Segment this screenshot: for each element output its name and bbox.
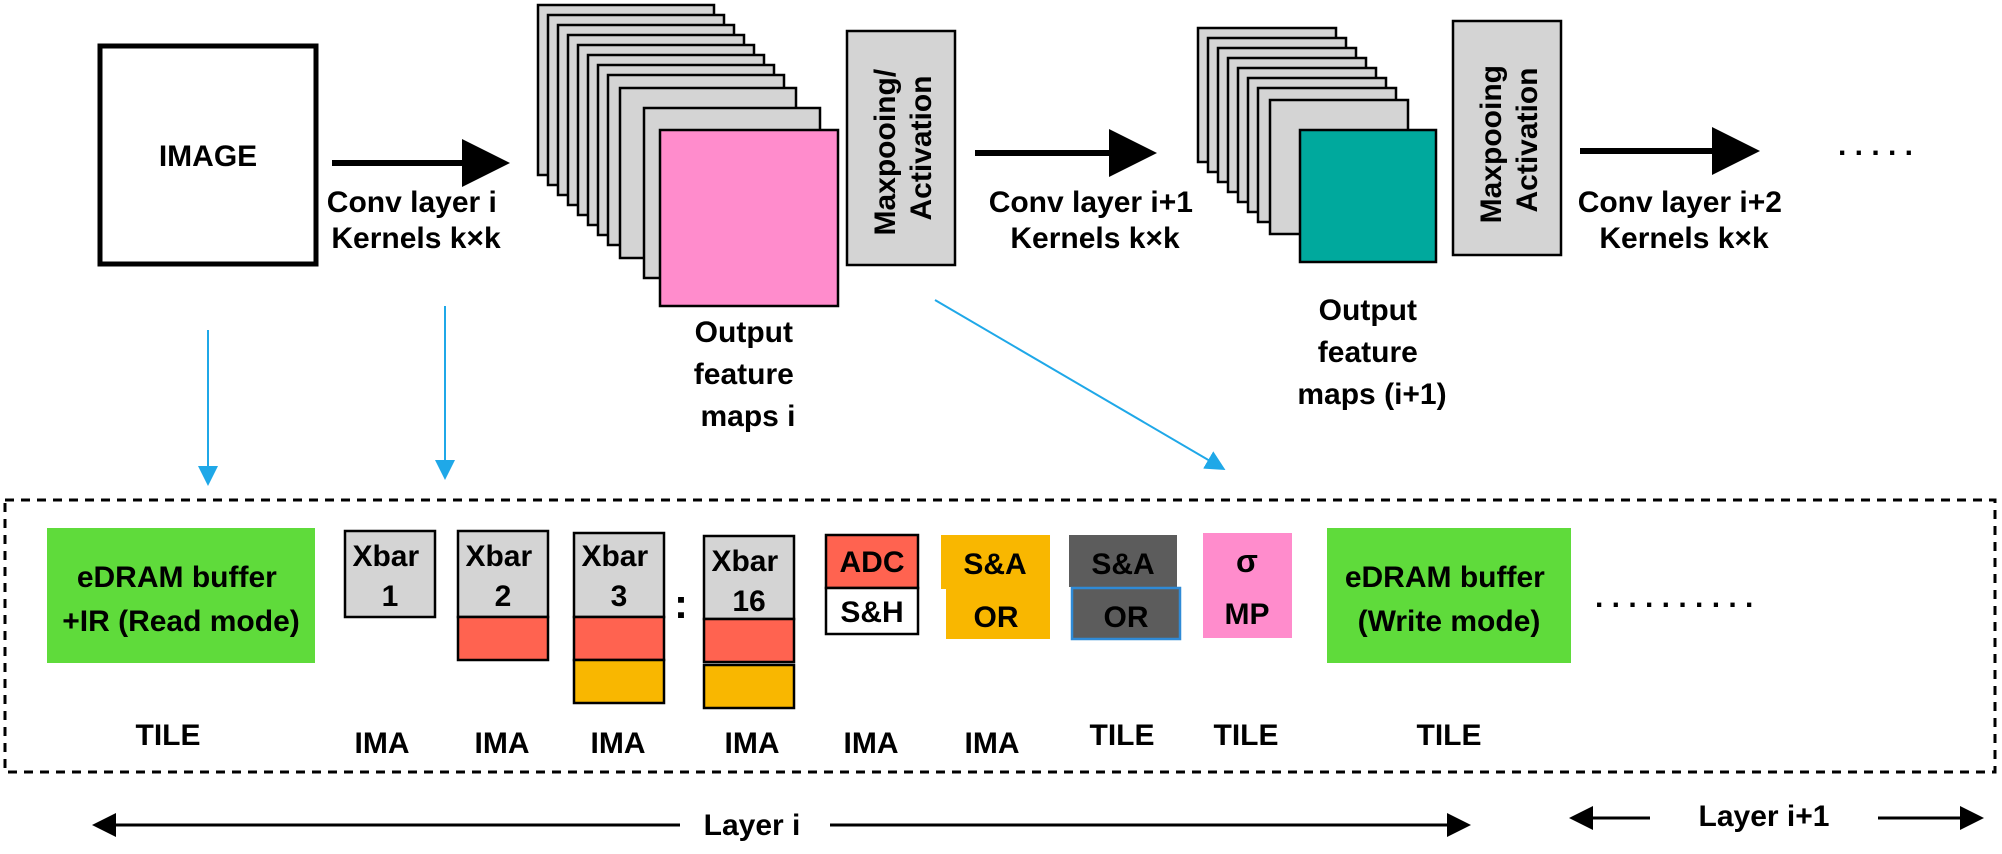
ofm-i1-line-3: maps (i+1): [1297, 378, 1446, 411]
or-block-2: [1070, 586, 1182, 641]
maxpool-2-line-2: Activation: [1511, 67, 1544, 212]
xbar-16-num: 16: [732, 585, 765, 618]
bottom-ellipsis: . . . . . . . . . .: [1595, 581, 1753, 614]
edram-read-label: eDRAM buffer +IR (Read mode): [62, 561, 300, 638]
feature-map-stack-i1: [1196, 26, 1438, 264]
ofm-i1-line-2: feature: [1318, 336, 1418, 369]
ofm-i-label: Output feature maps i: [694, 316, 802, 433]
conv-i-label: Conv layer i Kernels k×k: [327, 186, 505, 255]
edram-read-line-2: +IR (Read mode): [62, 605, 300, 638]
hardware-mapping-frame: [3, 498, 1997, 774]
or-block-1: [946, 589, 1050, 639]
xbar-3-label: Xbar 3: [581, 540, 656, 613]
xbar-3-title: Xbar: [581, 540, 648, 573]
maxpool-1-label: Maxpooing/ Activation: [869, 61, 938, 236]
conv-i2-line-2: Kernels k×k: [1599, 222, 1769, 255]
unit-labels: TILE IMA IMA IMA IMA IMA IMA TILE TILE T…: [136, 719, 1482, 760]
edram-write-label: eDRAM buffer (Write mode): [1345, 561, 1553, 638]
maxpool-activation-box-2: Maxpooing Activation: [1451, 19, 1563, 257]
xbar-2-red-block: [456, 615, 550, 662]
conv-i1-line-2: Kernels k×k: [1010, 222, 1180, 255]
sa-block-2: [1069, 535, 1177, 587]
layer-i-span: Layer i: [92, 809, 1471, 842]
xbar-16-title: Xbar: [711, 545, 778, 578]
unit-label: IMA: [355, 727, 410, 760]
sh-block: [824, 586, 920, 636]
layer-i1-label: Layer i+1: [1699, 800, 1830, 833]
conv-i1-line-1: Conv layer i+1: [989, 186, 1193, 219]
maxpool-activation-box-1: Maxpooing/ Activation: [845, 29, 957, 267]
xbar-16: Xbar 16: [702, 534, 796, 710]
output-feature-map-i: [658, 128, 840, 308]
adc-sh-unit: ADC S&H: [824, 533, 920, 636]
edram-write-line-1: eDRAM buffer: [1345, 561, 1545, 594]
sa-label-2: S&A: [1091, 548, 1154, 581]
edram-write-line-2: (Write mode): [1358, 605, 1541, 638]
sa-or-unit-2: S&A OR: [1069, 535, 1182, 641]
xbar-2-title: Xbar: [465, 540, 532, 573]
sa-block-1: [941, 535, 1050, 589]
xbar-16-orange-block: [702, 663, 796, 710]
xbar-3-num: 3: [611, 580, 628, 613]
edram-read-line-1: eDRAM buffer: [77, 561, 277, 594]
ofm-to-activation-arrow: [934, 299, 1226, 471]
unit-label: IMA: [844, 727, 899, 760]
xbar-3: Xbar 3: [572, 531, 666, 705]
unit-label: IMA: [475, 727, 530, 760]
conv-i-line-2: Kernels k×k: [331, 222, 501, 255]
layer-i1-span: Layer i+1: [1569, 800, 1984, 833]
maxpool-2-label: Maxpooing Activation: [1475, 57, 1544, 224]
adc-label: ADC: [840, 546, 905, 579]
sigma-label: σ: [1236, 543, 1258, 579]
xbar-2: Xbar 2: [456, 529, 550, 662]
mp-label: MP: [1225, 598, 1270, 631]
input-image-box: IMAGE: [97, 43, 319, 267]
feature-map-stack-i: [536, 3, 840, 308]
unit-label: TILE: [136, 719, 201, 752]
xbar-3-red-block: [572, 615, 666, 662]
unit-label: TILE: [1417, 719, 1482, 752]
unit-label: IMA: [965, 727, 1020, 760]
ofm-i1-label: Output feature maps (i+1): [1297, 294, 1446, 411]
xbar-1-num: 1: [382, 580, 399, 613]
sigma-mp-unit: σ MP: [1203, 533, 1292, 638]
ofm-i-line-2: feature: [694, 358, 794, 391]
conv-i-line-1: Conv layer i: [327, 186, 497, 219]
xbar-1-label: Xbar 1: [352, 540, 427, 613]
sa-label-1: S&A: [963, 548, 1026, 581]
unit-label: IMA: [591, 727, 646, 760]
conv-i2-label: Conv layer i+2 Kernels k×k: [1578, 186, 1791, 255]
xbar-1: Xbar 1: [343, 529, 437, 619]
sa-or-unit-1: S&A OR: [941, 535, 1050, 639]
xbar-1-title: Xbar: [352, 540, 419, 573]
conv-i1-label: Conv layer i+1 Kernels k×k: [989, 186, 1202, 255]
conv-i2-line-1: Conv layer i+2: [1578, 186, 1782, 219]
maxpool-1-line-1: Maxpooing/: [869, 68, 902, 235]
ofm-i-line-3: maps i: [700, 400, 795, 433]
ofm-i1-line-1: Output: [1319, 294, 1417, 327]
xbar-2-label: Xbar 2: [465, 540, 540, 613]
top-ellipsis: . . . . .: [1838, 129, 1913, 162]
xbar-16-red-block: [702, 617, 796, 664]
unit-label: TILE: [1214, 719, 1279, 752]
sh-label: S&H: [840, 596, 903, 629]
xbar-3-orange-block: [572, 658, 666, 705]
maxpool-2-line-1: Maxpooing: [1475, 65, 1508, 223]
image-label: IMAGE: [159, 140, 257, 173]
output-feature-map-i1: [1298, 128, 1438, 264]
xbar-16-label: Xbar 16: [711, 545, 786, 618]
or-label-2: OR: [1104, 601, 1149, 634]
xbar-vdots: :: [674, 580, 688, 627]
edram-buffer-write: eDRAM buffer (Write mode): [1327, 528, 1571, 663]
edram-buffer-read: eDRAM buffer +IR (Read mode): [47, 528, 315, 663]
ofm-i-line-1: Output: [695, 316, 793, 349]
unit-label: IMA: [725, 727, 780, 760]
unit-label: TILE: [1090, 719, 1155, 752]
layer-i-label: Layer i: [704, 809, 801, 842]
xbar-2-num: 2: [495, 580, 512, 613]
or-label-1: OR: [974, 601, 1019, 634]
maxpool-1-line-2: Activation: [905, 75, 938, 220]
